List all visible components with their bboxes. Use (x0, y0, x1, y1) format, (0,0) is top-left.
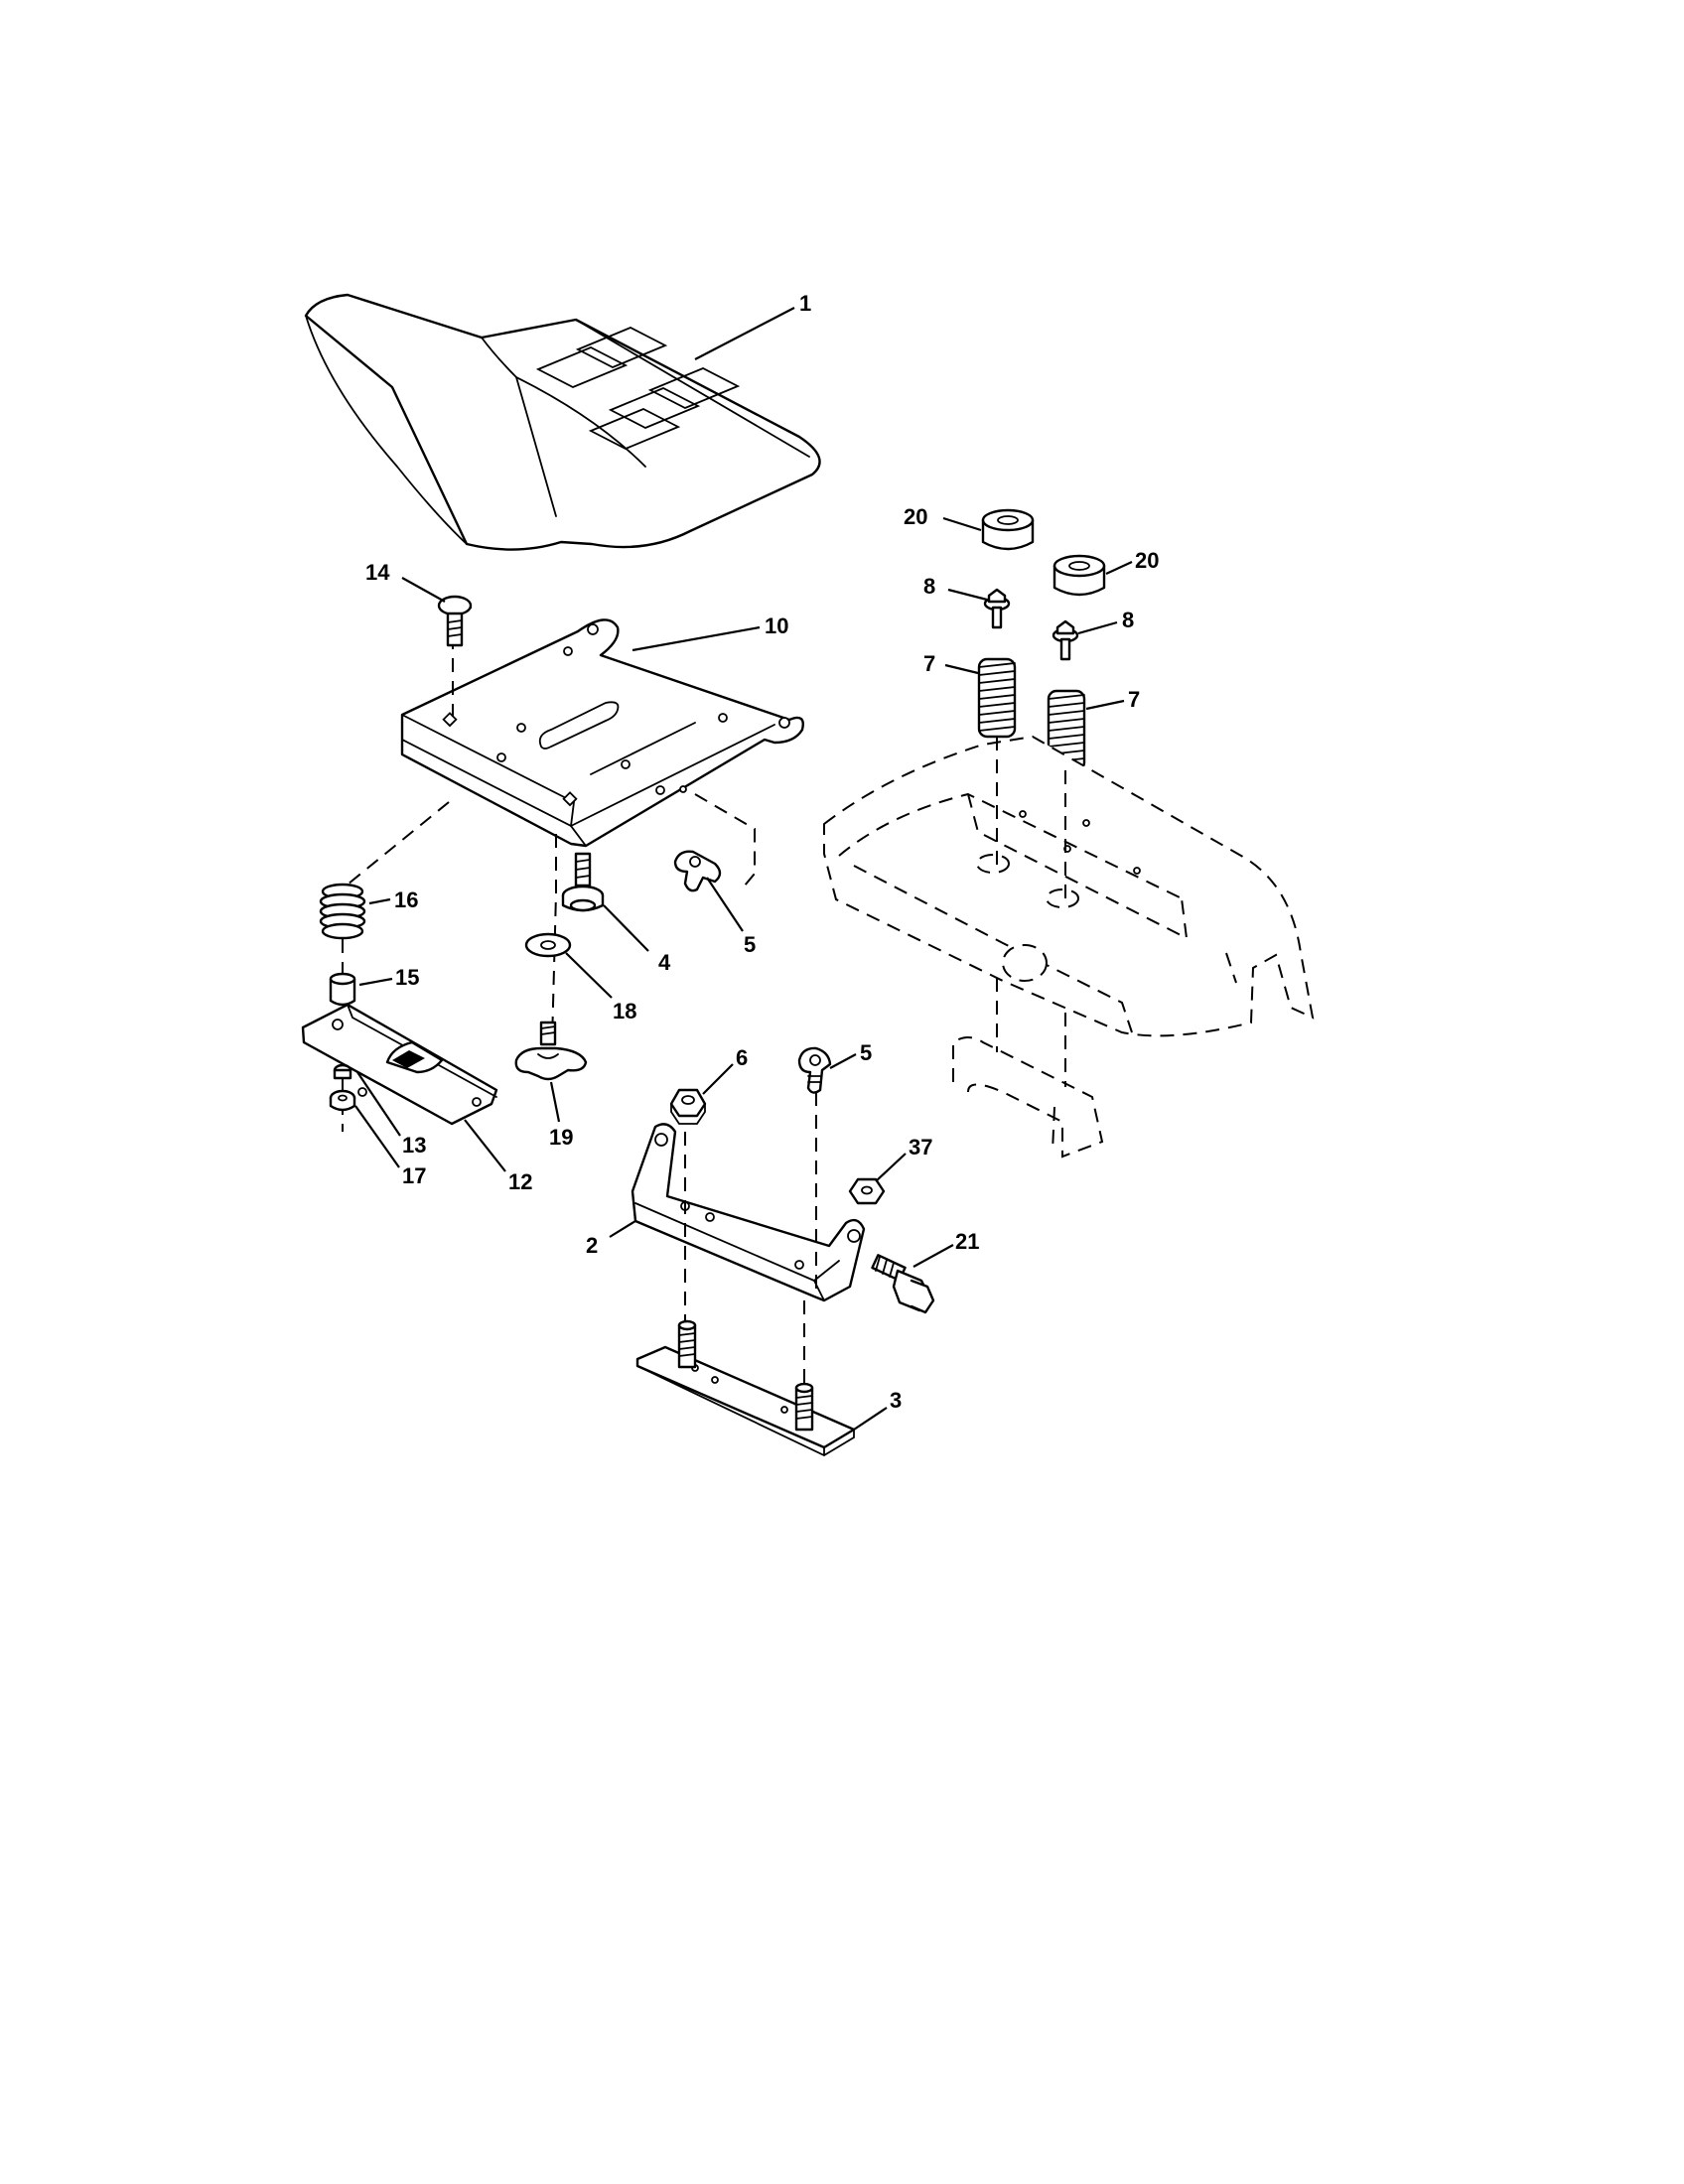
callout-5-lower: 5 (860, 1040, 872, 1065)
hex-nut-6-part (669, 1088, 707, 1125)
callout-14: 14 (365, 560, 390, 585)
callout-labels: 1 10 14 16 15 4 5 18 13 17 12 19 6 5 37 … (365, 291, 1159, 1413)
adjustment-plate-part (301, 1003, 498, 1126)
callout-10: 10 (765, 614, 788, 638)
assembly-lines-left (342, 635, 756, 1132)
callout-8-right: 8 (1122, 608, 1134, 632)
callout-16: 16 (394, 887, 418, 912)
hinge-bracket-part (631, 1092, 866, 1390)
callout-20-left: 20 (904, 504, 927, 529)
flange-screw-left-part (983, 588, 1011, 629)
spacer-part (329, 972, 356, 1007)
seat-part (304, 293, 821, 551)
clip-lower-part (797, 1046, 832, 1094)
callout-6: 6 (736, 1045, 748, 1070)
callout-1: 1 (799, 291, 811, 316)
seat-pan-part (400, 618, 804, 848)
callout-21: 21 (955, 1229, 979, 1254)
hex-nut-37-part (848, 1177, 886, 1205)
mounting-plate-part (635, 1319, 856, 1457)
shoulder-bolt-21-part (871, 1254, 935, 1314)
wing-knob-part (514, 1021, 588, 1081)
callout-12: 12 (508, 1169, 532, 1194)
washer-part (524, 932, 572, 958)
leader-lines (354, 307, 1133, 1431)
callout-8-left: 8 (923, 574, 935, 599)
callout-2: 2 (586, 1233, 598, 1258)
callout-7-right: 7 (1128, 687, 1140, 712)
clip-upper-part (673, 850, 722, 892)
bushing-right-part (1052, 554, 1106, 597)
nut-17-part (329, 1089, 356, 1112)
callout-13: 13 (402, 1133, 426, 1158)
callout-19: 19 (549, 1125, 573, 1150)
carriage-bolt-part (437, 595, 473, 647)
callout-4: 4 (658, 950, 671, 975)
bushing-left-part (981, 508, 1035, 551)
flange-screw-right-part (1052, 619, 1079, 661)
callout-7-left: 7 (923, 651, 935, 676)
callout-17: 17 (402, 1163, 426, 1188)
callout-20-right: 20 (1135, 548, 1159, 573)
nut-13-part (333, 1063, 352, 1080)
fender-reference-outline (823, 735, 1315, 1159)
callout-18: 18 (613, 999, 636, 1024)
callout-15: 15 (395, 965, 419, 990)
shoulder-bolt-part (561, 852, 605, 912)
callout-37: 37 (909, 1135, 932, 1160)
callout-5-upper: 5 (744, 932, 756, 957)
spring-small-part (319, 883, 366, 940)
callout-3: 3 (890, 1388, 902, 1413)
spring-left-part (977, 657, 1017, 739)
